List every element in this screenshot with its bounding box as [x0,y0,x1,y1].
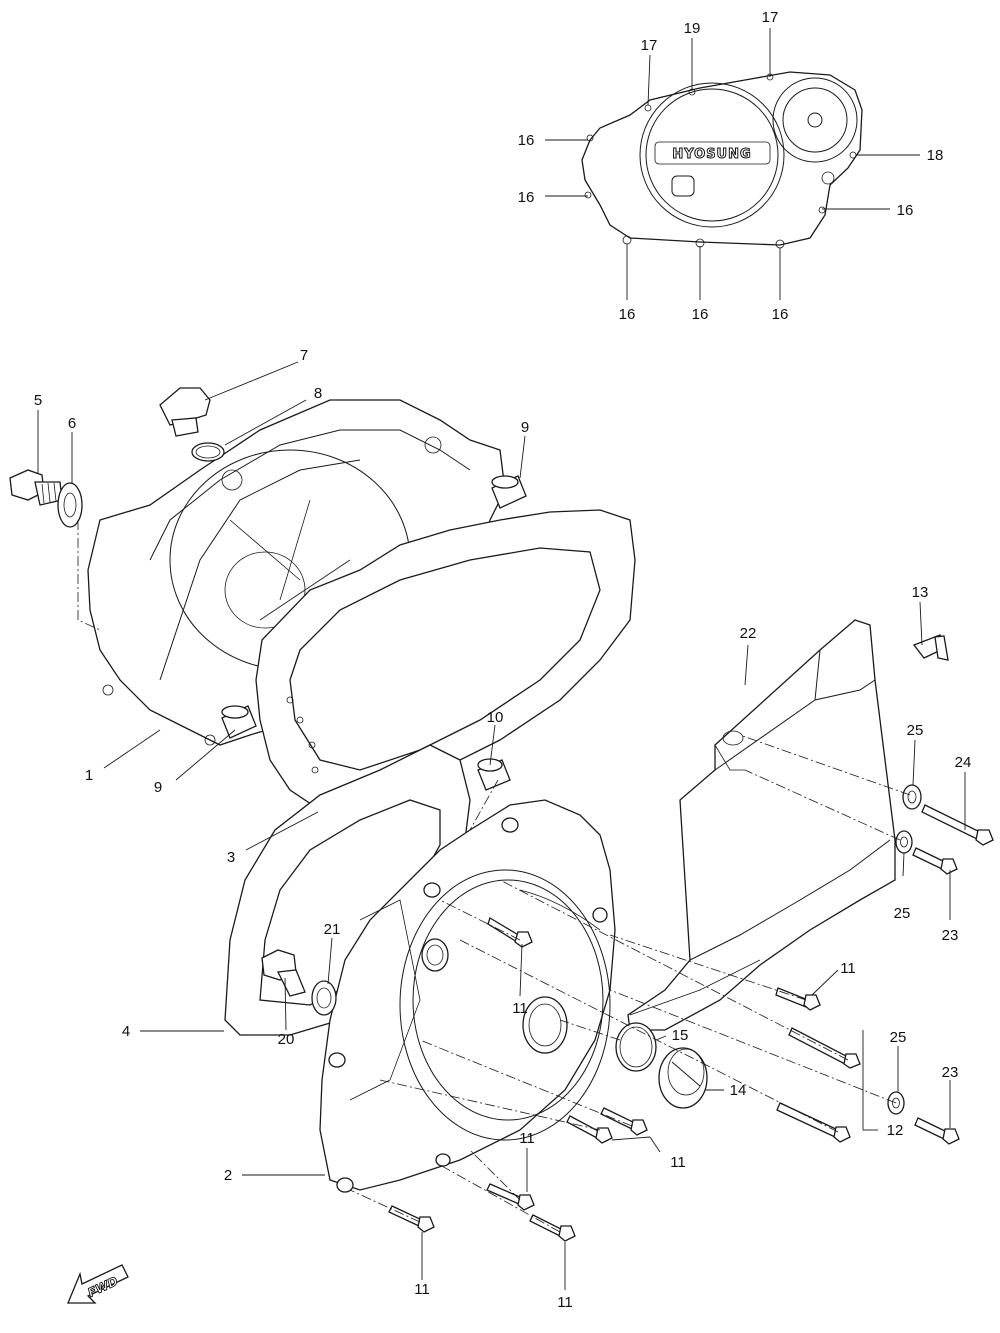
dowel-pin-10 [477,758,511,791]
callout-4: 4 [122,1023,130,1040]
callout-25-b: 25 [894,905,911,922]
bolt-11-lower-c [529,1214,576,1242]
callout-21: 21 [324,921,341,938]
callout-19: 19 [684,20,701,37]
callout-16-f: 16 [772,306,789,323]
o-ring-8 [191,442,225,462]
sprocket-cover-22 [627,619,896,1031]
dowel-pin-9-lower [221,705,257,739]
callout-16-a: 16 [518,132,535,149]
dowel-pin-9-upper [491,475,527,509]
assembled-cover-view: HYOSUNG [581,71,863,249]
cover-gasket-3 [255,509,636,811]
callout-13: 13 [912,584,929,601]
callout-15: 15 [672,1027,689,1044]
bolt-11-lower-a [486,1183,535,1211]
callout-3: 3 [227,849,235,866]
callout-8: 8 [314,385,322,402]
brand-label: HYOSUNG [672,147,751,162]
oil-filler-cap-7 [159,387,211,437]
callout-16-d: 16 [619,306,636,323]
bolt-23-lower [914,1117,960,1145]
callout-11-d: 11 [519,1130,535,1147]
alignment-lines [77,520,911,1233]
callout-16-e: 16 [692,306,709,323]
callout-9-upper: 9 [521,419,529,436]
callout-16-b: 16 [518,189,535,206]
callout-11-e: 11 [414,1281,430,1298]
clutch-cover-2 [319,799,616,1193]
forward-direction-arrow-icon: FWD [67,1264,129,1304]
callout-10: 10 [487,709,504,726]
bracket-13 [912,634,949,661]
callout-11-b: 11 [840,960,856,977]
callout-1: 1 [85,767,93,784]
callout-24: 24 [955,754,972,771]
callout-16-c: 16 [897,202,914,219]
bolt-23-upper [912,847,958,875]
bolt-11-lower-b [388,1205,435,1233]
callout-18: 18 [927,147,944,164]
sealing-washer-6 [57,482,83,528]
callout-23-a: 23 [942,927,959,944]
o-ring-15 [615,1022,657,1072]
washer-21 [311,980,337,1016]
callout-7: 7 [300,347,308,364]
washer-25-upper [902,784,922,810]
callout-6: 6 [68,415,76,432]
callout-5: 5 [34,392,42,409]
callout-11-a: 11 [512,1000,528,1017]
callout-9-lower: 9 [154,779,162,796]
inspection-cap-14 [658,1047,708,1109]
callout-25-a: 25 [907,722,924,739]
callout-22: 22 [740,625,757,642]
callout-12: 12 [887,1122,904,1139]
callout-25-c: 25 [890,1029,907,1046]
bolt-11-right [775,987,821,1011]
drain-bolt-5 [9,469,63,506]
bolt-24 [921,804,994,846]
bolt-12-lower [776,1102,851,1143]
callout-17-a: 17 [641,37,658,54]
callout-11-c: 11 [670,1154,686,1171]
callout-2: 2 [224,1167,232,1184]
callout-20: 20 [278,1031,295,1048]
callout-17-b: 17 [762,9,779,26]
plug-bolt-20 [261,949,306,997]
callout-labels: 5 6 7 8 9 1 9 10 3 4 2 20 21 11 11 12 14… [34,9,972,1311]
leader-lines [37,28,966,1290]
callout-11-f: 11 [557,1294,573,1311]
callout-14: 14 [730,1082,747,1099]
callout-23-b: 23 [942,1064,959,1081]
bolt-11-mid-b [566,1115,613,1144]
washer-25-middle [895,830,913,854]
